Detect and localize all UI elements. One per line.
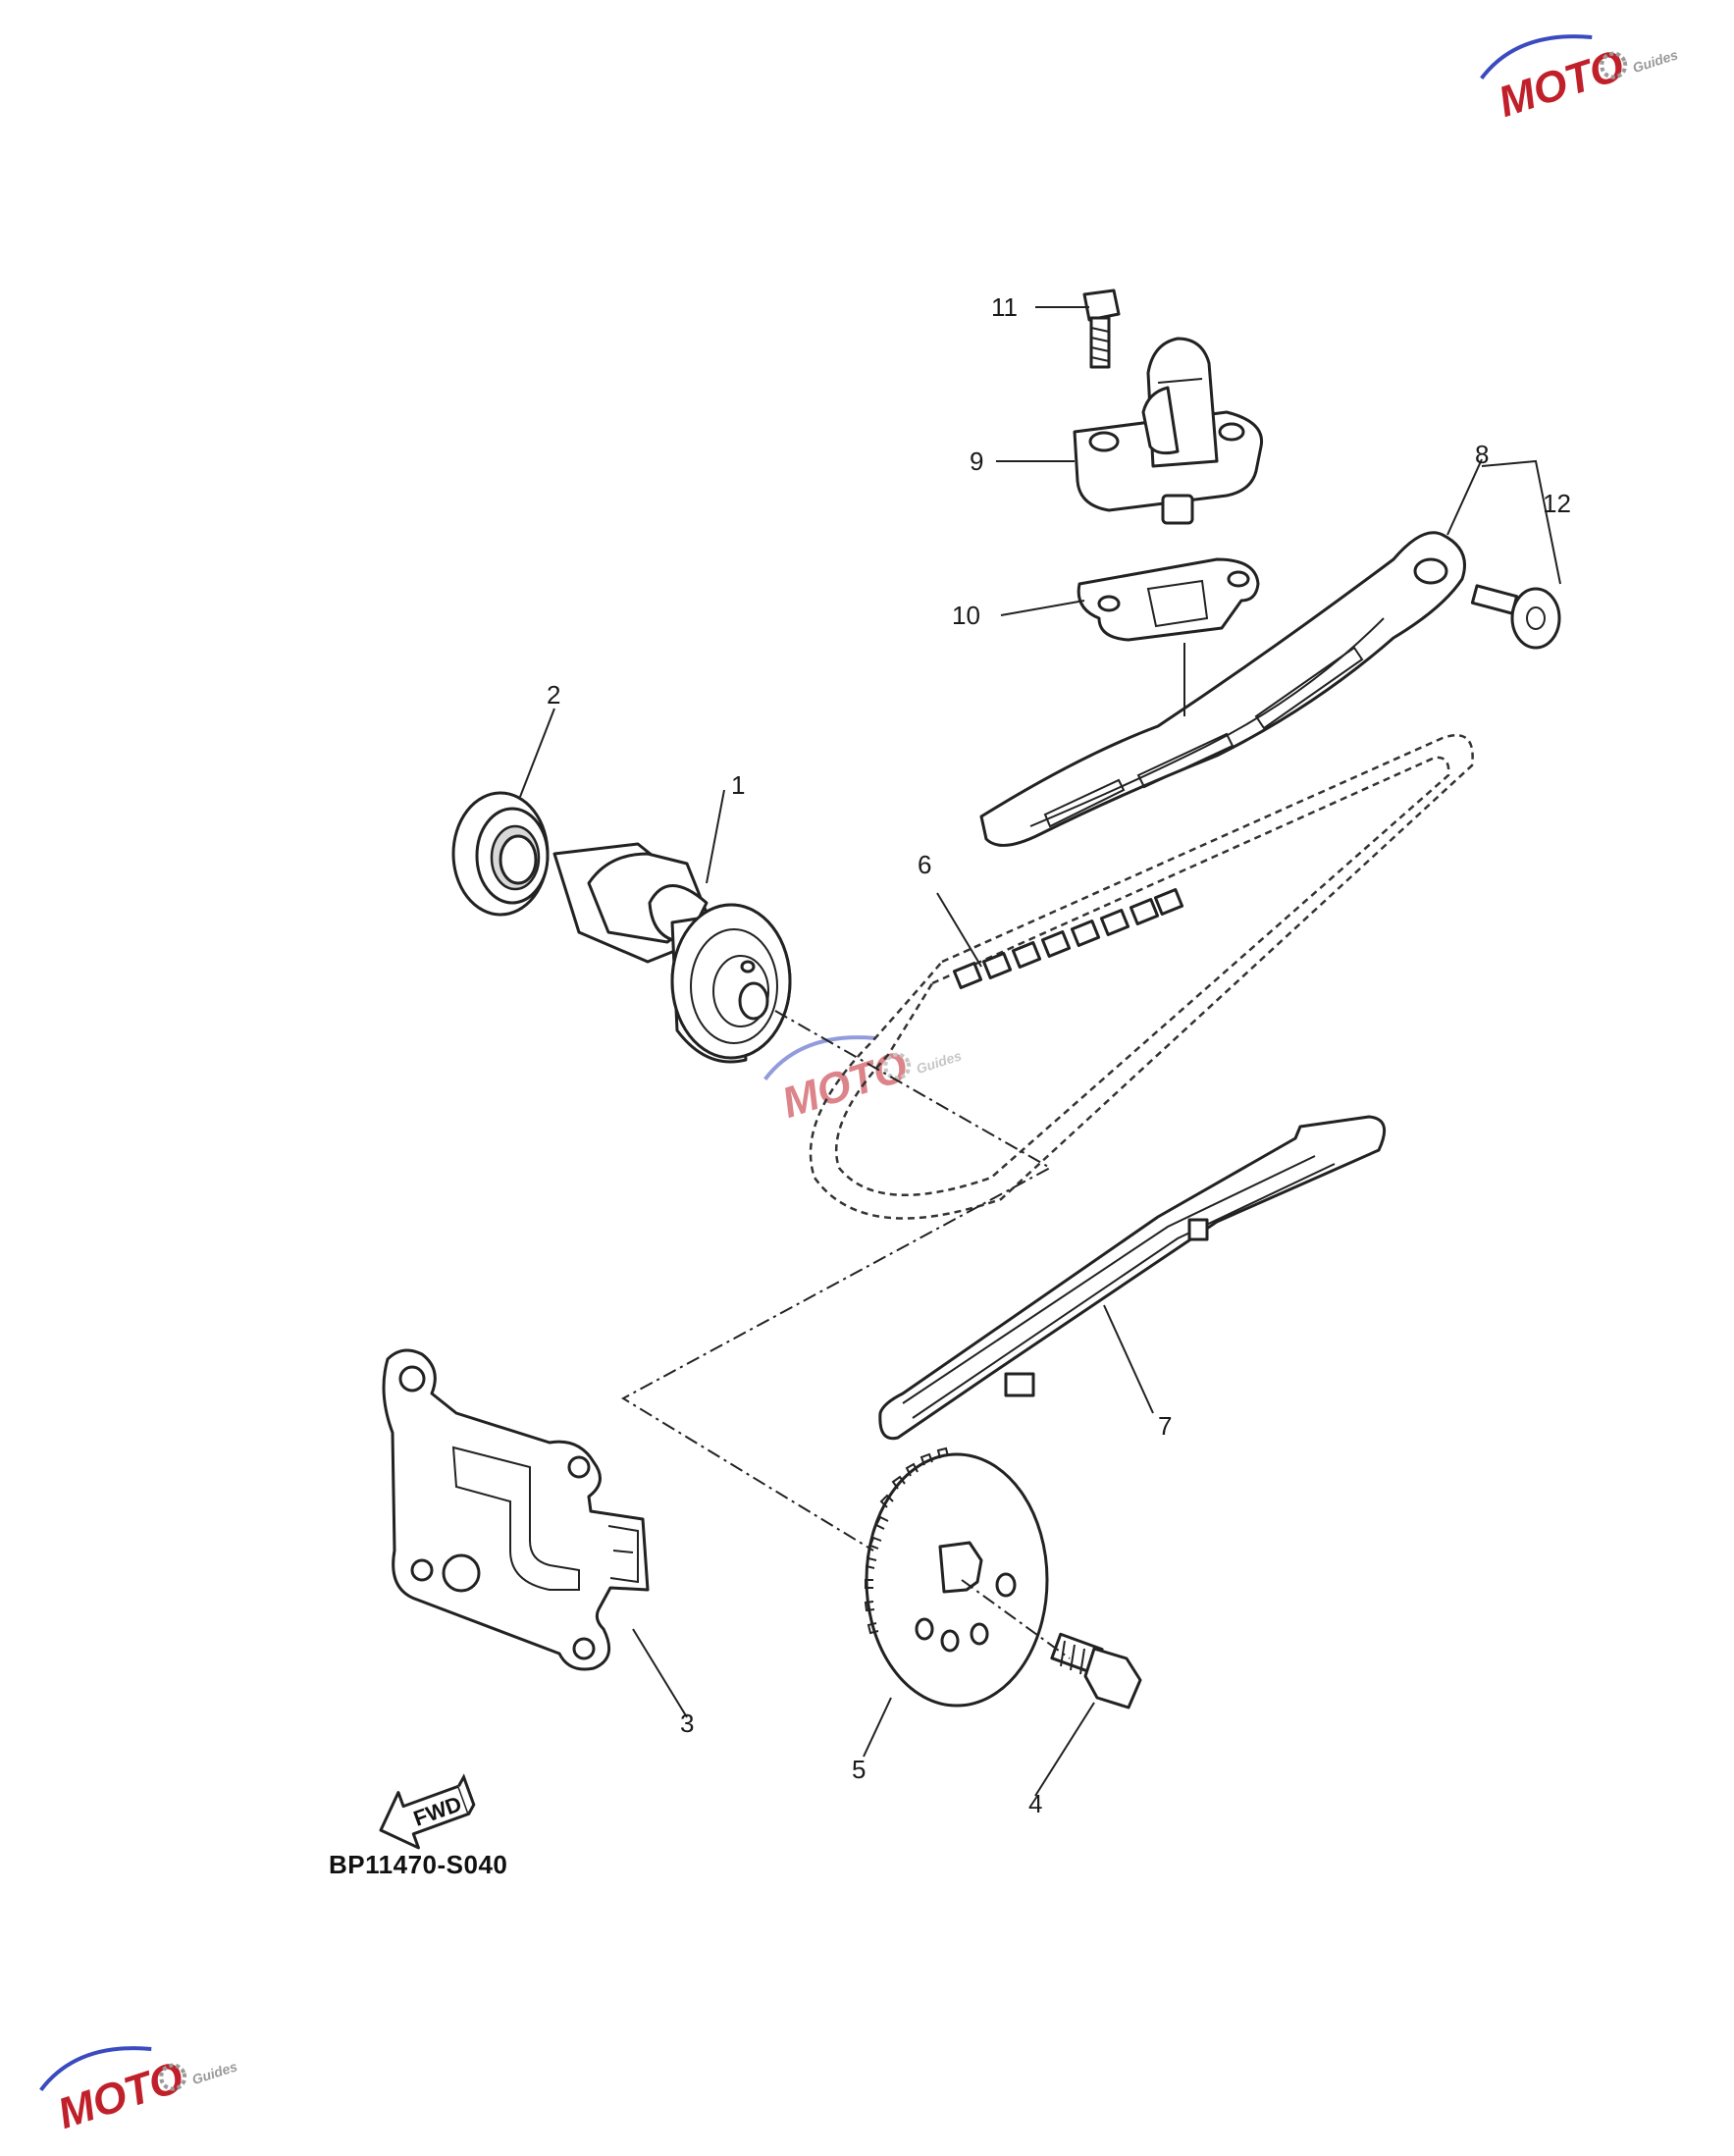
callout-4: 4 (1028, 1789, 1042, 1818)
callout-labels: 1 2 3 4 5 6 7 8 9 10 11 12 (547, 292, 1571, 1818)
cam-chain (809, 733, 1474, 1220)
callout-11: 11 (991, 292, 1018, 322)
watermark-logo-bottom: MOTO Guides (39, 2046, 239, 2138)
callout-9: 9 (970, 447, 983, 476)
chain-guide-tensioner-arm (979, 531, 1466, 847)
watermark-logo-top: MOTO Guides (1480, 34, 1680, 127)
callout-2: 2 (547, 680, 560, 710)
callout-6: 6 (918, 850, 931, 879)
bolt-12 (1470, 584, 1561, 650)
svg-text:Guides: Guides (1631, 46, 1680, 76)
callout-10: 10 (952, 601, 980, 630)
callout-5: 5 (852, 1755, 866, 1784)
callout-3: 3 (680, 1709, 694, 1738)
callout-12: 12 (1543, 489, 1571, 518)
bolt-11 (1082, 289, 1121, 369)
chain-links (952, 888, 1184, 989)
alignment-lines (620, 1010, 1071, 1659)
camshaft (552, 842, 792, 1064)
sprocket-teeth (864, 1446, 949, 1635)
svg-text:Guides: Guides (190, 2058, 239, 2087)
fwd-arrow-icon: FWD (379, 1773, 476, 1850)
svg-text:Guides: Guides (915, 1047, 964, 1077)
camshaft-plate (382, 1348, 650, 1671)
callout-7: 7 (1158, 1411, 1172, 1441)
callout-1: 1 (731, 770, 745, 800)
svg-text:MOTO: MOTO (52, 2053, 189, 2138)
bolt-4 (1050, 1632, 1142, 1709)
chain-guide-lower (878, 1115, 1387, 1441)
callout-8: 8 (1475, 440, 1489, 469)
svg-text:MOTO: MOTO (1493, 41, 1630, 127)
leader-lines (519, 306, 1561, 1797)
cam-chain-tensioner (1073, 337, 1264, 525)
cam-sprocket (864, 1446, 1049, 1708)
tensioner-gasket (1077, 557, 1260, 642)
watermark-logo-center: MOTO Guides (763, 1035, 964, 1128)
diagram-code: BP11470-S040 (329, 1850, 507, 1879)
camshaft-bearing (451, 791, 550, 917)
